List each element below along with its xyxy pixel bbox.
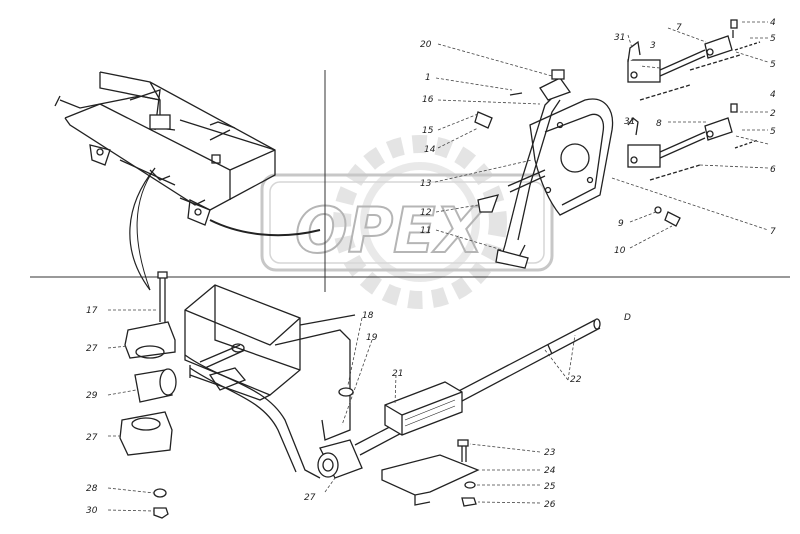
- callout-6: 6: [770, 165, 776, 175]
- callout-4-lower: 4: [770, 90, 776, 100]
- callout-14: 14: [424, 145, 436, 155]
- callout-labels: 31 7 4 3 5 5 20 1 16 15 14 13 12 11 31 8…: [86, 18, 776, 516]
- callout-1: 1: [425, 73, 431, 83]
- callout-31-upper: 31: [614, 33, 625, 43]
- reference-arrow-right: [209, 219, 321, 237]
- callout-15: 15: [422, 126, 434, 136]
- callout-22: 22: [570, 375, 582, 385]
- callout-11: 11: [420, 226, 431, 236]
- callout-27-lower: 27: [86, 433, 98, 443]
- callout-4-upper: 4: [770, 18, 776, 28]
- leader-lines: [107, 21, 769, 512]
- callout-26: 26: [544, 500, 556, 510]
- callout-27-upper: 27: [86, 344, 98, 354]
- callout-28: 28: [86, 484, 98, 494]
- callout-9: 9: [618, 219, 624, 229]
- callout-5-lower: 5: [770, 127, 776, 137]
- callout-3: 3: [650, 41, 656, 51]
- callout-19: 19: [366, 333, 378, 343]
- callout-5-upper-a: 5: [770, 34, 776, 44]
- callout-13: 13: [420, 179, 432, 189]
- callout-20: 20: [420, 40, 432, 50]
- callout-29: 29: [86, 391, 98, 401]
- callout-7-upper: 7: [676, 23, 682, 33]
- callout-8: 8: [656, 119, 662, 129]
- callout-2: 2: [770, 109, 776, 119]
- callout-30: 30: [86, 506, 98, 516]
- pedal-bracket-assembly: [474, 69, 614, 269]
- callout-12: 12: [420, 208, 432, 218]
- callout-21: 21: [392, 369, 403, 379]
- callout-27-hub: 27: [304, 493, 316, 503]
- callout-18: 18: [362, 311, 374, 321]
- reference-arrow-curve: [129, 167, 156, 291]
- callout-16: 16: [422, 95, 434, 105]
- lower-shaft-assembly: [119, 271, 601, 519]
- frame-assembly: [54, 71, 276, 226]
- callout-31-lower: 31: [624, 117, 635, 127]
- watermark-text: OPEX: [295, 194, 486, 267]
- callout-17: 17: [86, 306, 98, 316]
- callout-7-lower: 7: [770, 227, 776, 237]
- link-rods: [627, 19, 761, 227]
- callout-5-upper-b: 5: [770, 60, 776, 70]
- callout-24: 24: [544, 466, 556, 476]
- opex-watermark: OPEX: [260, 135, 554, 309]
- callout-25: 25: [544, 482, 556, 492]
- callout-d: D: [624, 313, 631, 323]
- callout-23: 23: [544, 448, 556, 458]
- callout-10: 10: [614, 246, 626, 256]
